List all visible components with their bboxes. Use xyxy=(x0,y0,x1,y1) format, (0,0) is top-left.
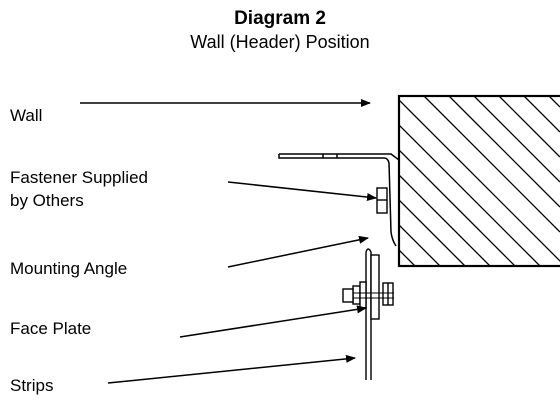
label-wall: Wall xyxy=(10,106,43,125)
fastener-bolt xyxy=(376,187,388,214)
label-mounting-angle: Mounting Angle xyxy=(10,259,128,278)
label-fastener-line2: by Others xyxy=(10,191,84,210)
arrow-mounting-angle xyxy=(227,235,369,268)
leader-lines xyxy=(80,99,377,384)
wall-block xyxy=(397,94,560,268)
strips xyxy=(365,248,372,380)
label-fastener-line1: Fastener Supplied xyxy=(10,168,148,187)
diagram-subtitle: Wall (Header) Position xyxy=(190,32,370,52)
face-plate xyxy=(342,254,394,320)
diagram-title: Diagram 2 xyxy=(234,8,326,29)
label-face-plate: Face Plate xyxy=(10,319,92,338)
arrow-face-plate xyxy=(179,305,367,338)
arrow-strips xyxy=(107,354,356,384)
label-strips: Strips xyxy=(10,376,54,395)
mounting-angle-bracket xyxy=(278,153,400,247)
arrow-fastener xyxy=(227,181,377,202)
